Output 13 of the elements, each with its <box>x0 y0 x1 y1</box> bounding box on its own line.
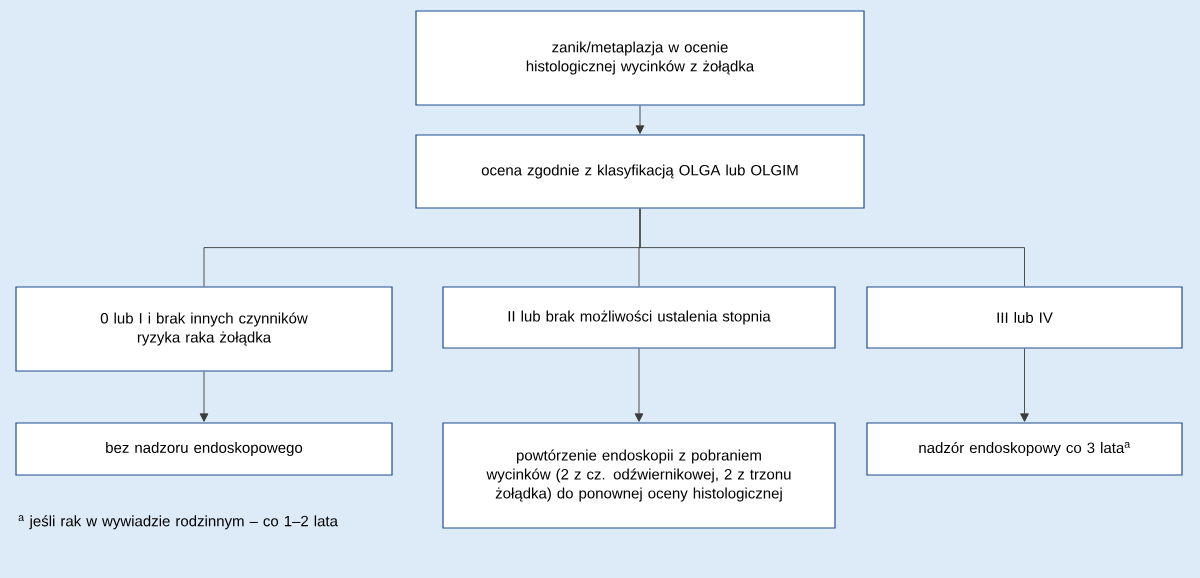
process-box: zanik/metaplazja w ocenie histologicznej wycinków z żołądka <box>415 10 865 106</box>
process-box: bez nadzoru endoskopowego <box>15 422 393 476</box>
arrow <box>634 348 644 422</box>
footnote: $^{a}$ jeśli rak w wywiadzie rodzinnym – co 1–2 lata <box>18 515 338 530</box>
process-box: nadzór endoskopowy co 3 lata$^{a}$ <box>866 422 1183 476</box>
process-box: III lub IV <box>866 286 1183 349</box>
process-box: powtórzenie endoskopii z pobraniem wycinków (2 z cz. odźwiernikowej, 2 z trzonu żołądka) do ponownej oceny histologicznej <box>442 422 836 529</box>
arrow <box>199 371 209 422</box>
process-box: 0 lub I i brak innych czynników ryzyka raka żołądka <box>15 286 393 372</box>
process-box: II lub brak możliwości ustalenia stopnia <box>442 286 836 349</box>
arrow <box>635 105 645 134</box>
arrow <box>1020 348 1029 422</box>
process-box: ocena zgodnie z klasyfikacją OLGA lub OLGIM <box>415 134 865 209</box>
